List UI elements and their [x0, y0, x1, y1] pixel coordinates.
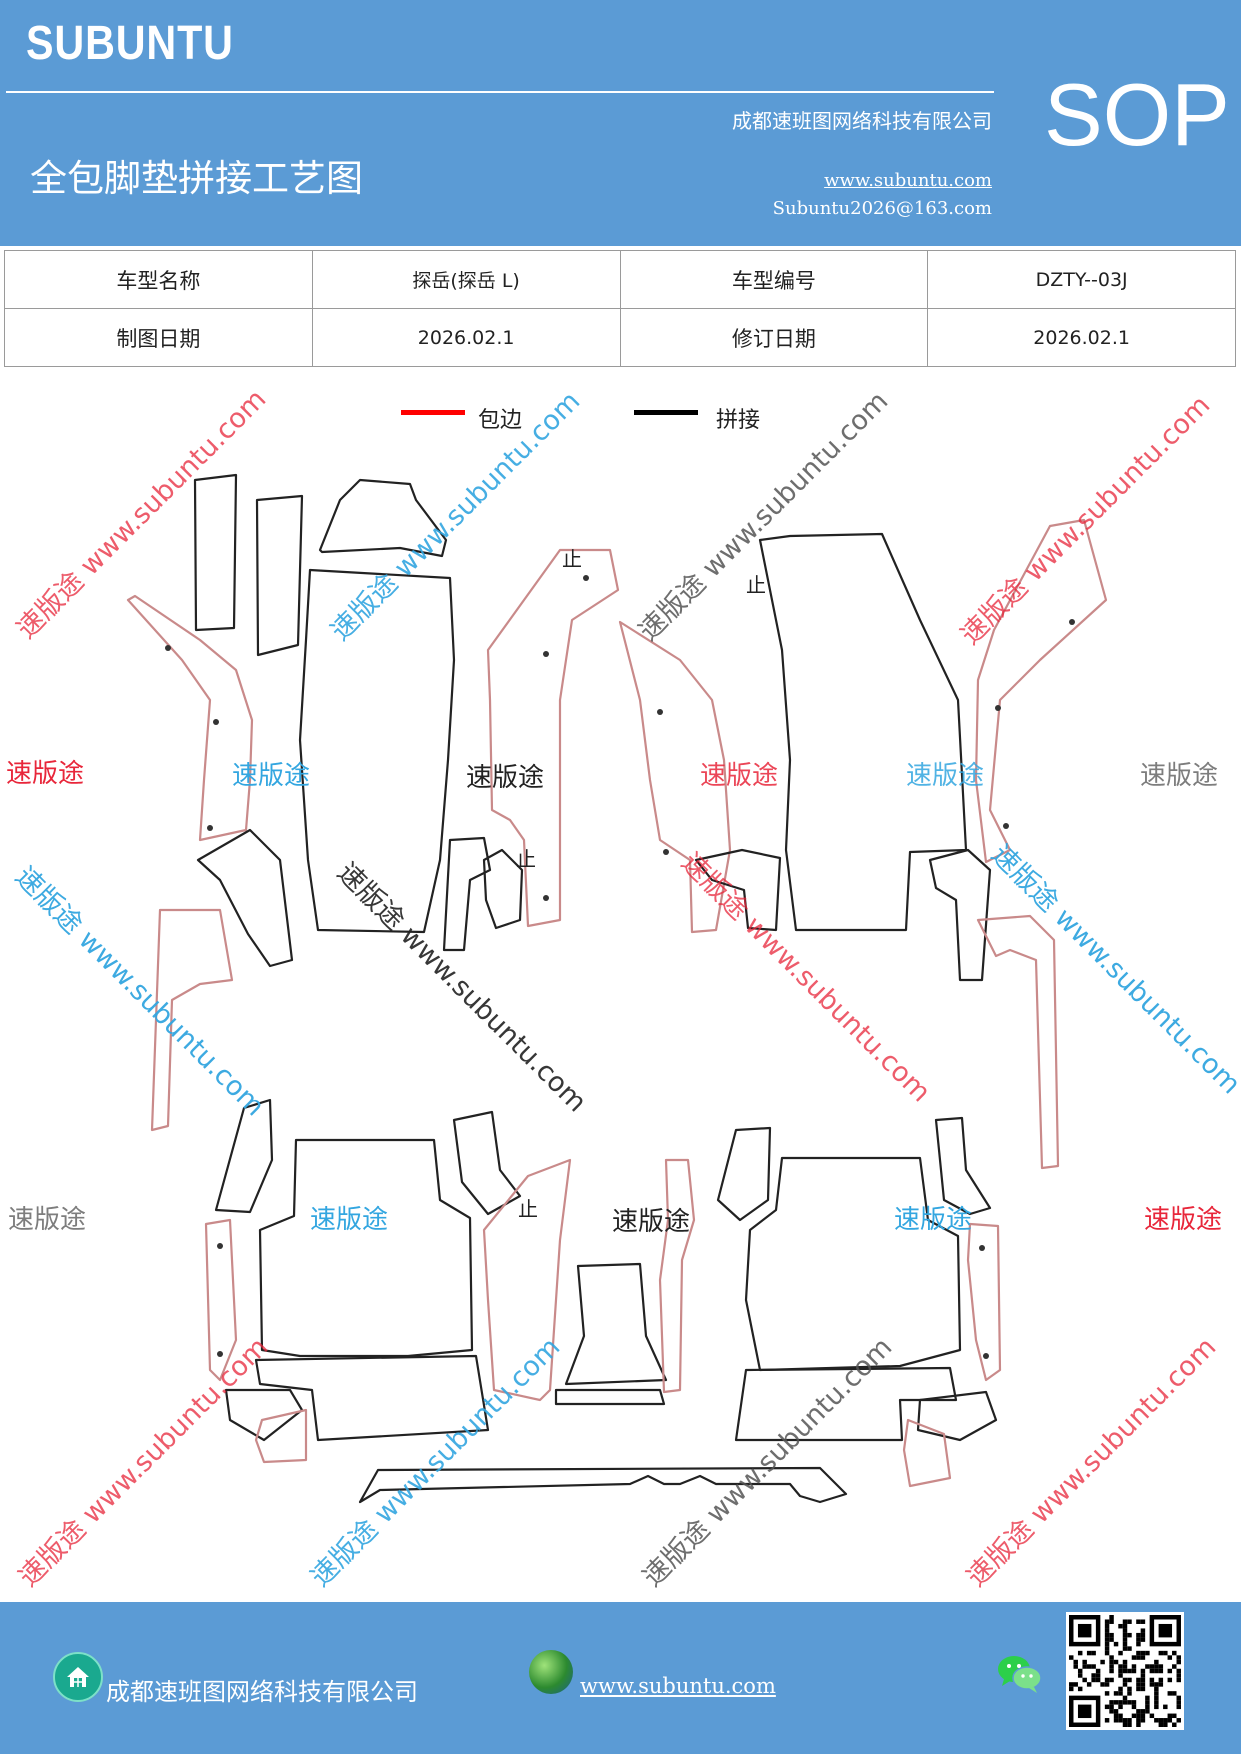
diagram-brand-label: 速版途	[6, 759, 84, 789]
diagram-brand-label: 速版途	[1140, 761, 1218, 791]
mat-piece	[554, 1388, 666, 1406]
mat-piece	[318, 478, 448, 558]
footer-website-link[interactable]: www.subuntu.com	[580, 1674, 776, 1698]
mat-piece	[442, 836, 492, 952]
contact-email[interactable]: Subuntu2026@163.com	[772, 198, 992, 219]
watermark-text: 速版途 www.subuntu.com	[985, 839, 1241, 1100]
diagram-brand-label: 速版途	[232, 761, 310, 791]
watermark-text: 速版途 www.subuntu.com	[637, 1332, 898, 1593]
page-title: 全包脚垫拼接工艺图	[30, 157, 363, 200]
diagram-brand-label: 速版途	[906, 761, 984, 791]
mat-piece	[452, 1110, 522, 1216]
diagram-brand-label: 速版途	[1144, 1205, 1222, 1235]
legend-splice-label: 拼接	[716, 408, 761, 433]
mat-piece	[916, 1390, 998, 1442]
mat-piece	[734, 1366, 958, 1442]
mat-piece	[214, 1098, 274, 1214]
sop-badge: SOP	[1044, 65, 1230, 164]
revise-date-label: 修订日期	[619, 308, 929, 367]
mat-piece	[902, 1418, 952, 1488]
header-divider	[6, 91, 994, 93]
stop-marker: 止	[518, 1197, 538, 1221]
home-icon	[53, 1652, 103, 1702]
mat-piece	[618, 620, 732, 934]
mat-piece	[150, 908, 234, 1132]
mat-piece	[966, 1222, 1002, 1382]
qr-code-image	[1066, 1612, 1184, 1730]
watermark-text: 速版途 www.subuntu.com	[11, 384, 272, 645]
watermark-text: 速版途 www.subuntu.com	[955, 390, 1216, 651]
header-banner: SUBUNTU 成都速班图网络科技有限公司 全包脚垫拼接工艺图 www.subu…	[0, 0, 1241, 246]
stop-marker: 止	[746, 573, 766, 597]
mat-piece	[255, 494, 304, 657]
mat-piece	[258, 1138, 474, 1358]
watermark-text: 速版途 www.subuntu.com	[13, 1332, 274, 1593]
mat-piece	[482, 1158, 572, 1402]
model-code-label: 车型编号	[619, 250, 929, 309]
stop-marker: 止	[516, 847, 536, 871]
watermark-text: 速版途 www.subuntu.com	[325, 386, 586, 647]
watermark-text: 速版途 www.subuntu.com	[633, 386, 894, 647]
mat-piece	[482, 848, 524, 930]
mat-piece	[694, 848, 782, 932]
mat-piece	[716, 1126, 772, 1222]
mat-piece	[564, 1262, 668, 1386]
mat-piece	[196, 828, 294, 968]
mat-piece	[254, 1408, 308, 1464]
mat-piece	[224, 1388, 304, 1442]
legend-edge-label: 包边	[478, 408, 523, 433]
mat-piece	[758, 532, 968, 932]
footer-company: 成都速班图网络科技有限公司	[106, 1678, 418, 1706]
globe-icon	[529, 1650, 573, 1694]
company-name: 成都速班图网络科技有限公司	[732, 109, 992, 133]
mat-piece	[298, 568, 456, 934]
revise-date-value: 2026.02.1	[927, 308, 1236, 367]
mat-piece	[658, 1158, 696, 1394]
mat-piece	[193, 473, 238, 632]
draw-date-value: 2026.02.1	[311, 308, 621, 367]
brand-logo: SUBUNTU	[26, 17, 234, 70]
info-table: 车型名称 探岳(探岳 L) 车型编号 DZTY--03J 制图日期 2026.0…	[4, 250, 1236, 367]
mat-piece	[486, 548, 620, 928]
website-link[interactable]: www.subuntu.com	[824, 170, 992, 191]
mat-piece	[974, 518, 1108, 864]
mat-piece	[744, 1156, 962, 1372]
legend-splice-swatch	[634, 410, 698, 415]
wechat-icon[interactable]	[996, 1652, 1044, 1700]
watermark-text: 速版途 www.subuntu.com	[675, 847, 936, 1108]
floor-mat-diagram: 速版途 速版途 速版途 速版途 速版途 速版途 速版途 速版途 速版途 速版途 …	[6, 384, 1241, 1593]
diagram-brand-label: 速版途	[700, 761, 778, 791]
diagram-brand-label: 速版途	[612, 1207, 690, 1237]
watermark-text: 速版途 www.subuntu.com	[331, 857, 592, 1118]
stop-marker: 止	[562, 547, 582, 571]
mat-piece	[254, 1354, 490, 1442]
diagram-brand-label: 速版途	[894, 1205, 972, 1235]
footer-banner: 成都速班图网络科技有限公司 www.subuntu.com	[0, 1602, 1241, 1754]
mat-piece	[126, 594, 254, 842]
draw-date-label: 制图日期	[4, 308, 313, 367]
legend-edge-swatch	[401, 410, 465, 415]
model-name-value: 探岳(探岳 L)	[311, 250, 621, 309]
model-code-value: DZTY--03J	[927, 250, 1236, 309]
table-row: 车型名称 探岳(探岳 L) 车型编号 DZTY--03J	[4, 250, 1236, 309]
diagram-brand-label: 速版途	[8, 1205, 86, 1235]
model-name-label: 车型名称	[4, 250, 313, 309]
mat-piece	[204, 1218, 238, 1382]
mat-piece	[934, 1116, 992, 1216]
table-row: 制图日期 2026.02.1 修订日期 2026.02.1	[4, 308, 1236, 367]
watermark-text: 速版途 www.subuntu.com	[305, 1332, 566, 1593]
diagram-brand-label: 速版途	[310, 1205, 388, 1235]
mat-piece	[358, 1466, 848, 1504]
mat-piece	[928, 848, 992, 982]
mat-piece	[976, 914, 1060, 1170]
diagram-brand-label: 速版途	[466, 763, 544, 793]
